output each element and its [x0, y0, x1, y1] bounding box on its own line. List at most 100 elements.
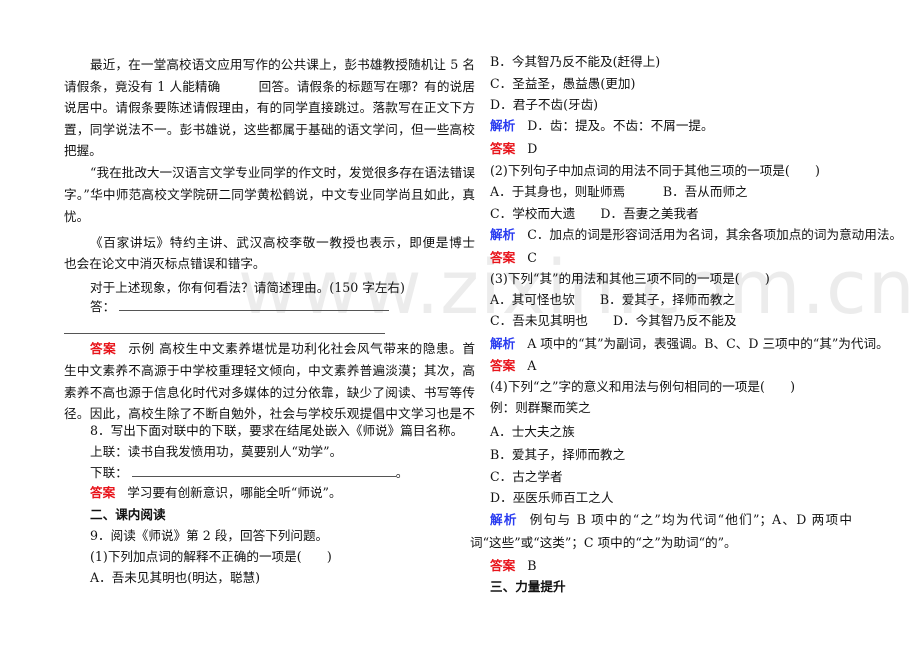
answer-label: 答案 — [490, 250, 516, 265]
answer-line: 答案学习要有创新意识，哪能全听“师说”。 — [90, 485, 342, 501]
answer-label: 答案 — [90, 485, 116, 500]
line-text: C — [527, 250, 537, 265]
text-line: 字。”华中师范高校文学院研二同学黄松鹤说，中文专业同学尚且如此，真让人担 — [64, 187, 475, 203]
text-line: 素养不高也源于信息化时代对多媒体的过分依靠，缺少了阅读、书写等传统学习途 — [64, 385, 475, 401]
line-text: 9．阅读《师说》第 2 段，回答下列问题。 — [90, 528, 329, 543]
line-text: 词“这些”或“这类”；C 项中的“之”为助词“的”。 — [470, 535, 737, 550]
line-text: B — [527, 558, 537, 573]
text-line: A．于其身也，则耻师焉 B．吾从而师之 — [490, 184, 748, 200]
line-text: C．古之学者 — [490, 469, 563, 484]
line-text: A．于其身也，则耻师焉 B．吾从而师之 — [490, 184, 748, 199]
line-text: 素养不高也源于信息化时代对多媒体的过分依靠，缺少了阅读、书写等传统学习途 — [64, 385, 475, 400]
answer-label: 答案 — [490, 558, 516, 573]
text-line: A．其可怪也欤 B．爱其子，择师而教之 — [490, 292, 735, 308]
couplet-blank-line[interactable] — [131, 466, 396, 477]
text-line: 下联： 。 — [90, 465, 408, 481]
line-text: 说居中。请假条要陈述请假理由，有的同学直接跳过。落款写在正文下方的哪个位 — [64, 100, 475, 115]
answer-rule-line — [64, 333, 385, 334]
text-line: C．圣益圣，愚益愚(更加) — [490, 76, 635, 92]
answer-blank-line[interactable] — [119, 300, 390, 311]
line-text: (1)下列加点词的解释不正确的一项是( ) — [90, 549, 332, 564]
text-line: C．学校而大遗 D．吾妻之美我者 — [490, 206, 699, 222]
line-text: C．圣益圣，愚益愚(更加) — [490, 76, 636, 91]
answer-label: 答案 — [490, 358, 516, 373]
line-text: 下联： — [90, 465, 128, 480]
line-text: 示例 高校生中文素养堪忧是功利化社会风气带来的隐患。首先，高校 — [128, 341, 475, 356]
line-text: 二、课内阅读 — [90, 507, 166, 522]
text-line: 忧。 — [64, 209, 89, 225]
text-line: 词“这些”或“这类”；C 项中的“之”为助词“的”。 — [470, 535, 737, 551]
line-text: A．士大夫之族 — [490, 424, 575, 439]
text-line: 生中文素养不高源于中学校重理轻文倾向，中文素养普遍淡漠；其次，高校生中文 — [64, 363, 475, 379]
line-text: A 项中的“其”为副词，表强调。B、C、D 三项中的“其”为代词。 — [527, 336, 889, 351]
line-text: 8．写出下面对联中的下联，要求在结尾处嵌入《师说》篇目名称。 — [90, 423, 464, 438]
analysis-line: 解析 D．齿：提及。不齿：不屑一提。 — [490, 118, 714, 134]
line-text: 对于上述现象，你有何看法？请简述理由。(150 字左右) — [90, 280, 405, 295]
line-text: D．齿：提及。不齿：不屑一提。 — [527, 118, 714, 133]
text-line: 8．写出下面对联中的下联，要求在结尾处嵌入《师说》篇目名称。 — [90, 423, 463, 439]
line-text: 例句与 B 项中的“之”均为代词“他们”；A、D 两项中的“之”为代 — [529, 512, 852, 527]
text-line: 9．阅读《师说》第 2 段，回答下列问题。 — [90, 528, 328, 544]
text-line: “我在批改大一汉语言文学专业同学的作文时，发觉很多存在语法错误和错别 — [90, 165, 475, 181]
line-text: D．巫医乐师百工之人 — [490, 490, 614, 505]
answer-line: 答案 D — [490, 141, 537, 157]
text-line: 最近，在一堂高校语文应用写作的公共课上，彭书雄教授随机让 5 名同学口述 — [90, 57, 475, 73]
text-line: 三、力量提升 — [490, 579, 566, 595]
line-text: 忧。 — [64, 209, 90, 224]
text-line: 二、课内阅读 — [90, 507, 166, 523]
text-line: C．吾未见其明也 D．今其智乃反不能及 — [490, 313, 736, 329]
line-text: A．吾未见其明也(明达，聪慧) — [90, 570, 261, 585]
analysis-label: 解析 — [490, 227, 516, 242]
line-text: 请假条，竟没有 1 人能精确 回答。请假条的标题写在哪？有的说居左，有的 — [64, 79, 475, 94]
line-text: 生中文素养不高源于中学校重理轻文倾向，中文素养普遍淡漠；其次，高校生中文 — [64, 363, 475, 378]
line-text: (3)下列“其”的用法和其他三项不同的一项是( ) — [490, 271, 770, 286]
text-line: (4)下列“之”字的意义和用法与例句相同的一项是( ) — [490, 379, 795, 395]
line-text: D — [527, 141, 538, 156]
line-text: A — [527, 358, 537, 373]
line-text: 学习要有创新意识，哪能全听“师说”。 — [127, 485, 342, 500]
line-text: 答： — [90, 299, 116, 314]
line-text: 上联：读书自我发愤用功，莫要别人“劝学”。 — [90, 444, 343, 459]
text-line: D．君子不齿(牙齿) — [490, 97, 598, 113]
line-text: A．其可怪也欤 B．爱其子，择师而教之 — [490, 292, 736, 307]
text-line: 例：则群聚而笑之 — [490, 400, 591, 416]
answer-line: 答案 C — [490, 250, 537, 266]
line-text: 字。”华中师范高校文学院研二同学黄松鹤说，中文专业同学尚且如此，真让人担 — [64, 187, 475, 202]
line-text: D．君子不齿(牙齿) — [490, 97, 599, 112]
analysis-label: 解析 — [490, 336, 516, 351]
line-text: (4)下列“之”字的意义和用法与例句相同的一项是( ) — [490, 379, 796, 394]
analysis-label: 解析 — [490, 118, 516, 133]
answer-line: 答案 A — [490, 358, 536, 374]
line-text: C．吾未见其明也 D．今其智乃反不能及 — [490, 313, 737, 328]
text-line: B．爱其子，择师而教之 — [490, 447, 625, 463]
text-line: A．士大夫之族 — [490, 424, 575, 440]
answer-line: 答案 B — [490, 558, 536, 574]
text-line: 答： — [90, 299, 390, 315]
line-text: B．今其智乃反不能及(赶得上) — [490, 54, 661, 69]
line-text: 也会在论文中消灭标点错误和错字。 — [64, 256, 266, 271]
answer-label: 答案 — [90, 341, 117, 356]
text-line: 置，同学说法不一。彭书雄说，这些都属于基础的语文学问，但一些高校生却没有 — [64, 122, 475, 138]
text-line: 也会在论文中消灭标点错误和错字。 — [64, 256, 266, 272]
line-text: 《百家讲坛》特约主讲、武汉高校李敬一教授也表示，即便是博士生，有时候 — [90, 235, 475, 250]
text-line: (1)下列加点词的解释不正确的一项是( ) — [90, 549, 332, 565]
text-line: (3)下列“其”的用法和其他三项不同的一项是( ) — [490, 271, 770, 287]
line-text: 例：则群聚而笑之 — [490, 400, 591, 415]
line-text: C．学校而大遗 D．吾妻之美我者 — [490, 206, 699, 221]
answer-label: 答案 — [490, 141, 516, 156]
line-end-punct: 。 — [395, 465, 409, 480]
text-line: 径。因此，高校生除了不断自勉外，社会与学校乐观提倡中文学习也是不行或缺的。 — [64, 406, 475, 422]
text-line: D．巫医乐师百工之人 — [490, 490, 613, 506]
line-text: 把握。 — [64, 143, 102, 158]
line-text: 置，同学说法不一。彭书雄说，这些都属于基础的语文学问，但一些高校生却没有 — [64, 122, 475, 137]
text-line: A．吾未见其明也(明达，聪慧) — [90, 570, 260, 586]
analysis-label: 解析 — [490, 512, 518, 527]
line-text: B．爱其子，择师而教之 — [490, 447, 626, 462]
text-line: B．今其智乃反不能及(赶得上) — [490, 54, 660, 70]
line-text: 三、力量提升 — [490, 579, 566, 594]
text-line: 把握。 — [64, 143, 102, 159]
text-line: 上联：读书自我发愤用功，莫要别人“劝学”。 — [90, 444, 342, 460]
